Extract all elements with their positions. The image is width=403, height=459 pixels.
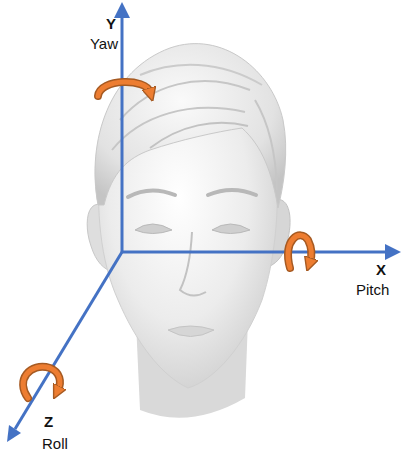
axis-letter: Z — [44, 413, 53, 430]
rotation-arrow — [23, 82, 311, 398]
rotation-arrow — [288, 235, 311, 268]
axis-letter: X — [376, 261, 386, 278]
axis-line — [121, 16, 124, 252]
hair — [150, 123, 248, 148]
axis-line — [385, 244, 401, 260]
axis-letter: Z — [44, 414, 53, 431]
axis-line — [114, 2, 130, 18]
hair — [255, 100, 277, 190]
hair — [112, 108, 245, 150]
axis-line — [7, 2, 401, 442]
axis-letter: X — [376, 262, 386, 279]
rotation-arrow — [288, 235, 311, 268]
axis-line — [15, 252, 122, 429]
axis-name: Pitch — [356, 282, 389, 299]
axis-line — [7, 425, 21, 442]
hair — [140, 65, 262, 85]
hair — [95, 44, 286, 208]
facial-features — [168, 326, 214, 337]
axis-letter: Y — [106, 16, 116, 33]
facial-features — [180, 232, 206, 296]
facial-features — [135, 224, 172, 234]
rotation-arrow — [23, 367, 60, 398]
rotation-arrow — [23, 367, 60, 398]
axis-name: Yaw — [90, 36, 118, 53]
hair — [95, 44, 286, 208]
axis-name: Yaw — [90, 35, 118, 52]
axis-name: Roll — [42, 435, 68, 452]
facial-features — [208, 190, 256, 195]
axis-name: Pitch — [356, 281, 389, 298]
axis-name: Roll — [42, 436, 68, 453]
axis-line — [122, 251, 388, 254]
rotation-arrow — [98, 82, 150, 96]
axis-letter: Y — [106, 15, 116, 32]
rotation-arrow — [98, 82, 150, 96]
facial-features — [128, 190, 256, 337]
facial-features — [128, 190, 175, 197]
facial-features — [212, 224, 250, 234]
